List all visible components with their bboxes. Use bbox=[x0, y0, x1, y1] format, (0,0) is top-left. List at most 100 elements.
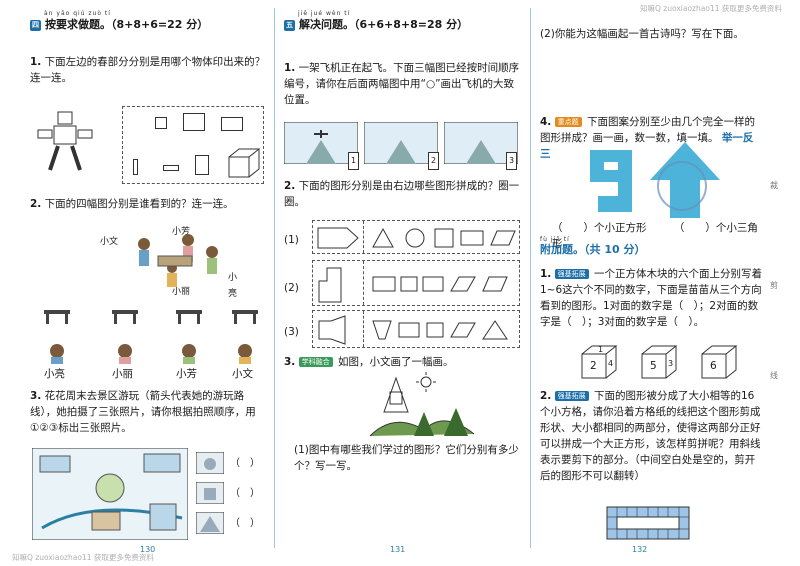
shape-options-box bbox=[122, 106, 264, 184]
robot-figure-icon bbox=[37, 111, 93, 171]
extra-question-2: 2. 强基拓展 下面的图形被分成了大小相等的16个小方格，请你沿着方格纸的线把这… bbox=[540, 390, 761, 482]
kid-name: 小文 bbox=[232, 368, 253, 380]
question-3-sub-2: (2)你能为这幅画起一首古诗吗？写在下面。 bbox=[540, 26, 762, 42]
key-tag: 重点题 bbox=[554, 117, 582, 127]
kid-face-icon bbox=[182, 344, 196, 364]
extra-section-heading: 附加题。（共 10 分） bbox=[540, 242, 645, 258]
kid-face-icon bbox=[238, 344, 252, 364]
shape-row-1 bbox=[312, 220, 520, 254]
question-2: 2. 下面的四幅图分别是谁看到的？连一连。 bbox=[30, 198, 234, 210]
subject-tag: 学科融合 bbox=[298, 357, 333, 367]
section-pinyin: àn yāo qiú zuò tí bbox=[44, 10, 111, 17]
cube-icon bbox=[701, 345, 738, 379]
four-views: 小亮 小丽 小芳 小文 bbox=[30, 306, 266, 386]
runway-photo-icon bbox=[444, 122, 518, 164]
cube-icon bbox=[581, 345, 618, 379]
shape-row-2 bbox=[312, 260, 520, 306]
runway-photo-icon bbox=[284, 122, 358, 164]
section-heading: 四 按要求做题。（8+8+6=22 分） bbox=[30, 17, 266, 33]
small-square bbox=[155, 117, 167, 129]
flat-rectangle bbox=[163, 165, 179, 171]
blank-triangles[interactable]: （ ）个小三角形 bbox=[552, 222, 758, 250]
q4-blanks: （ ）个小正方形 （ ）个小三角形 bbox=[552, 220, 762, 252]
cut-mark: 线 bbox=[770, 371, 778, 380]
row-label: (1) bbox=[284, 234, 299, 246]
extra-question-1: 1. 强基拓展 一个正方体木块的六个面上分别写着1~6这六个不同的数字，下面是苗… bbox=[540, 268, 762, 328]
column-divider bbox=[530, 8, 531, 548]
table-view-icon bbox=[44, 310, 70, 324]
watermark-top: 知嘛Q zuoxiaozhao11 获取更多免费资料 bbox=[640, 4, 782, 13]
question-text: 一个正方体木块的六个面上分别写着1~6这六个不同的数字，下面是苗苗从三个方向看到… bbox=[540, 268, 762, 328]
page-number: 130 bbox=[140, 545, 156, 554]
runway-photos: 1 2 3 bbox=[284, 122, 520, 170]
question-3-sub-1: (1)图中有哪些我们学过的图形？它们分别有多少个？写一写。 bbox=[294, 442, 520, 474]
table-view-icon bbox=[112, 310, 138, 324]
kid-name: 小芳 bbox=[176, 368, 197, 380]
cut-mark: 裁 bbox=[770, 181, 778, 190]
extension-tag: 强基拓展 bbox=[554, 391, 589, 401]
question-text: 花花周末去景区游玩（箭头代表她的游玩路线），她拍摄了三张照片，请你根据拍照顺序，… bbox=[30, 390, 256, 434]
rectangle bbox=[221, 117, 243, 131]
section-title: 按要求做题。（8+8+6=22 分） bbox=[45, 18, 209, 31]
question-4: 4. 重点题 下面图案分别至少由几个完全一样的图形拼成？画一画，数一数，填一填。… bbox=[540, 116, 755, 160]
watermark-bottom: 知嘛Q zuoxiaozhao11 获取更多免费资料 bbox=[12, 553, 154, 562]
extra-pinyin: fù jiā tí bbox=[540, 236, 570, 243]
page-number: 131 bbox=[390, 545, 406, 554]
section-icon: 四 bbox=[30, 19, 41, 31]
trapezoid-combo-icon bbox=[318, 315, 346, 345]
column-divider bbox=[274, 8, 275, 548]
kid-name: 小亮 bbox=[44, 368, 65, 380]
square bbox=[183, 113, 205, 131]
kid-name: 小丽 bbox=[112, 368, 133, 380]
park-map-icon bbox=[32, 448, 188, 540]
section-icon: 五 bbox=[284, 19, 295, 31]
question-1: 1. 下面左边的春部分分别是用哪个物体印出来的？连一连。 bbox=[30, 56, 266, 84]
l-shape-icon bbox=[318, 267, 342, 303]
cut-mark: 剪 bbox=[770, 281, 778, 290]
question-text: 下面的图形分别是由右边哪些图形拼成的？圈一圈。 bbox=[284, 180, 520, 208]
question-text: 一架飞机正在起飞。下面三幅图已经按时间顺序编号，请你在后面两幅图中用“○”画出飞… bbox=[284, 62, 520, 106]
question-3: 3. 学科融合 如图，小文画了一幅画。 bbox=[284, 356, 454, 368]
blank-squares[interactable]: （ ）个小正方形 bbox=[552, 222, 647, 234]
answer-paren[interactable]: （ ） bbox=[230, 488, 260, 499]
question-text: 下面的四幅图分别是谁看到的？连一连。 bbox=[44, 198, 234, 210]
question-text: 下面图案分别至少由几个完全一样的图形拼成？画一画，数一数，填一填。 bbox=[540, 116, 755, 144]
extension-tag: 强基拓展 bbox=[554, 269, 589, 279]
photos-column: （ ） （ ） （ ） bbox=[196, 452, 266, 542]
section-title: 解决问题。（6+6+8+8=28 分） bbox=[299, 18, 469, 31]
photo-icon bbox=[196, 512, 224, 534]
question-2: 2. 下面的图形分别是由右边哪些图形拼成的？圈一圈。 bbox=[284, 180, 520, 208]
cube-icon bbox=[228, 148, 261, 178]
answer-paren[interactable]: （ ） bbox=[230, 458, 260, 469]
thin-rectangle bbox=[133, 159, 138, 175]
section-heading: 五 解决问题。（6+6+8+8=28 分） bbox=[284, 17, 520, 33]
page-number: 132 bbox=[632, 545, 648, 554]
photo-icon bbox=[196, 452, 224, 474]
grid-frame-icon bbox=[606, 506, 690, 540]
table-view-icon bbox=[232, 310, 258, 324]
table-view-icon bbox=[176, 310, 202, 324]
question-text: 如图，小文画了一幅画。 bbox=[337, 356, 454, 368]
arrow-tree-shape-icon bbox=[650, 142, 720, 218]
painting-illustration-icon bbox=[369, 372, 475, 437]
kid-face-icon bbox=[118, 344, 132, 364]
question-text: (2)你能为这幅画起一首古诗吗？写在下面。 bbox=[540, 28, 744, 40]
question-1: 1. 一架飞机正在起飞。下面三幅图已经按时间顺序编号，请你在后面两幅图中用“○”… bbox=[284, 62, 520, 106]
kids-scene: 小文 小芳 小亮 小丽 bbox=[100, 227, 238, 299]
kid-face-icon bbox=[50, 344, 64, 364]
question-text: (1)图中有哪些我们学过的图形？它们分别有多少个？写一写。 bbox=[294, 444, 519, 472]
kids-table-illustration-icon bbox=[138, 234, 218, 287]
question-text: 下面的图形被分成了大小相等的16个小方格，请你沿着方格纸的线把这个图形剪成形状、… bbox=[540, 390, 761, 482]
section-pinyin: jiě jué wèn tí bbox=[298, 10, 351, 17]
extra-section-title: 附加题。（共 10 分） bbox=[540, 243, 646, 256]
similar-question-link[interactable]: 举一反三 bbox=[540, 132, 754, 160]
shape-options-icon bbox=[372, 320, 508, 340]
cubes-row: 1 2 4 5 3 6 bbox=[580, 344, 760, 384]
shape-options-icon bbox=[372, 276, 508, 292]
photo-icon bbox=[196, 482, 224, 504]
answer-paren[interactable]: （ ） bbox=[230, 518, 260, 529]
row-label: (3) bbox=[284, 326, 299, 338]
shape-options-icon bbox=[372, 227, 516, 248]
arrow-shape-icon bbox=[317, 227, 359, 249]
